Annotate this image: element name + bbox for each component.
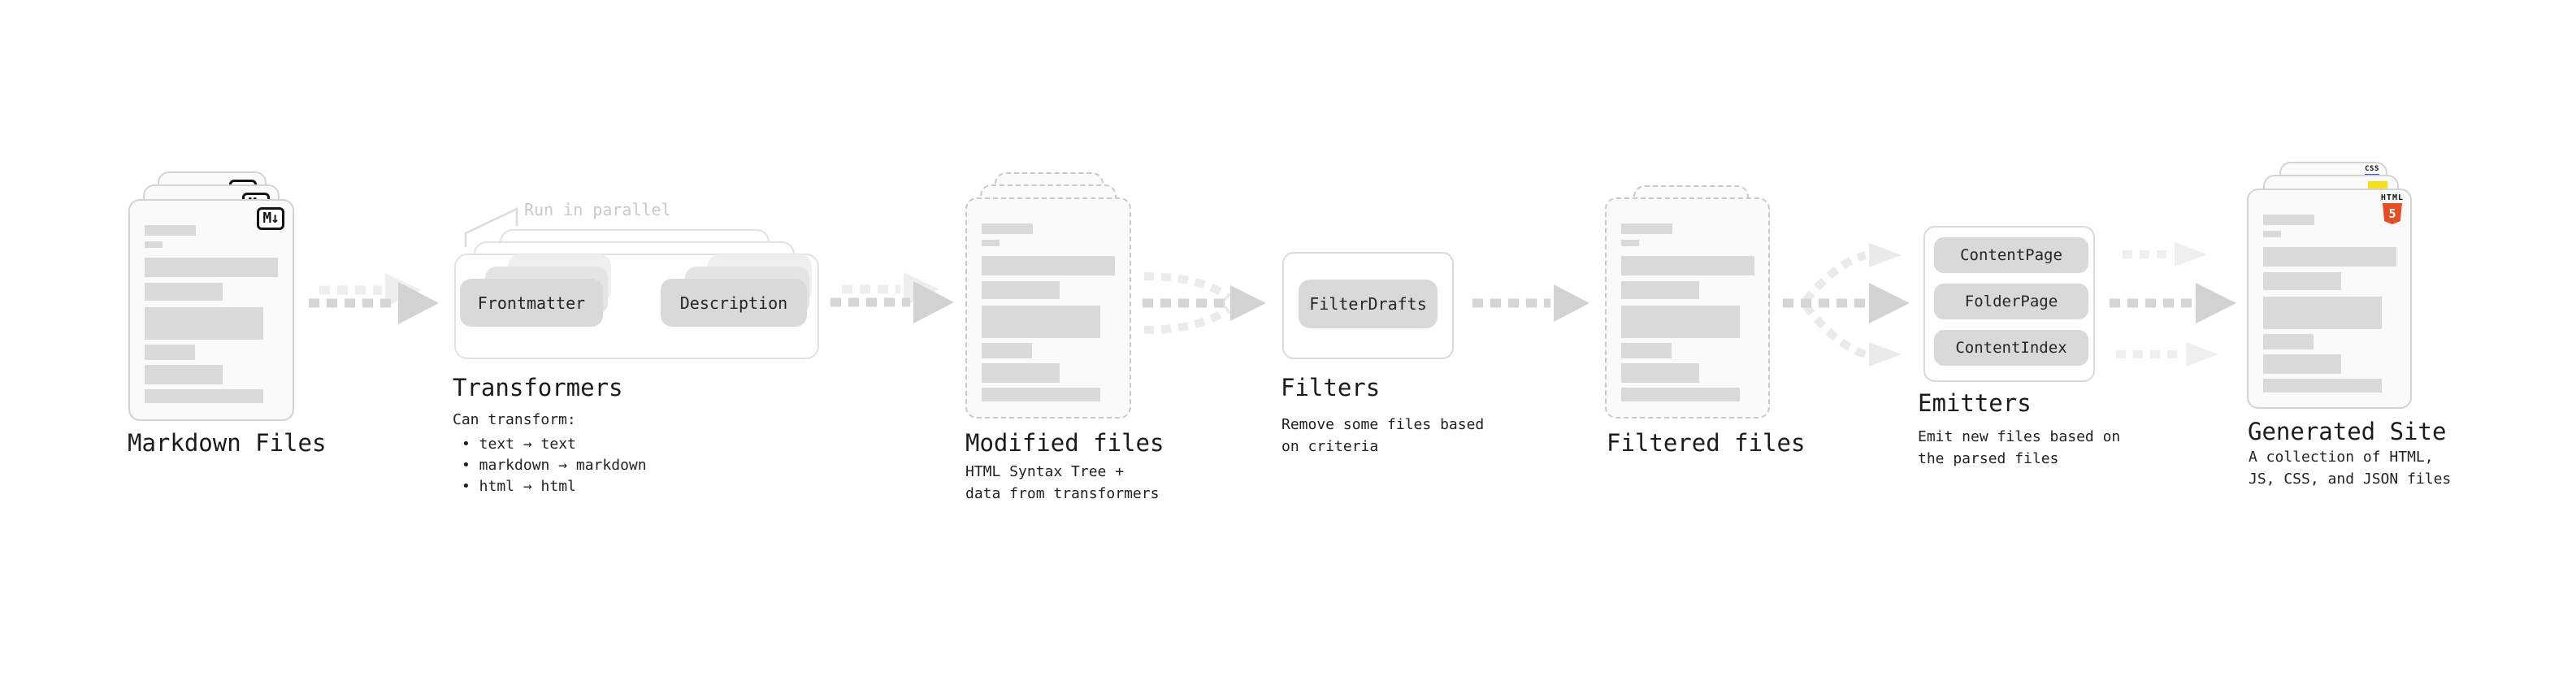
text-line-bar — [2263, 297, 2382, 329]
html5-icon: HTML 5 — [2381, 194, 2404, 224]
filters-title: Filters — [1281, 374, 1381, 401]
text-line-bar — [2263, 231, 2281, 237]
generated-file-card-html: HTML 5 — [2247, 189, 2412, 409]
text-line-bar — [1621, 343, 1672, 358]
text-line-bar — [982, 343, 1032, 358]
text-line-bar — [145, 365, 223, 384]
text-line-bar — [982, 281, 1060, 299]
text-line-bar — [1621, 306, 1740, 338]
filtered-file-card-front — [1605, 197, 1770, 419]
transformers-bullet: • html → html — [462, 478, 576, 495]
transformers-bullet: • text → text — [462, 436, 576, 453]
text-line-bar — [145, 225, 196, 236]
text-line-bar — [145, 258, 278, 277]
transformers-title: Transformers — [453, 374, 623, 401]
markdown-file-card-front: M↓ — [128, 199, 294, 421]
text-line-bar — [1621, 256, 1754, 275]
modified-files-desc: data from transformers — [965, 485, 1160, 502]
file-text-lines — [145, 225, 278, 403]
arrow-modified-to-filters — [1143, 272, 1266, 334]
content-page-pill: ContentPage — [1934, 237, 2088, 273]
text-line-bar — [2263, 354, 2341, 374]
transformers-desc-title: Can transform: — [453, 411, 576, 428]
modified-files-title: Modified files — [965, 429, 1164, 457]
file-text-lines — [982, 223, 1115, 401]
text-line-bar — [145, 389, 263, 403]
frontmatter-pill: Frontmatter — [460, 279, 603, 327]
html5-icon-label: HTML — [2380, 193, 2404, 202]
text-line-bar — [2263, 247, 2396, 267]
generated-site-desc: A collection of HTML, — [2249, 449, 2434, 466]
text-line-bar — [982, 388, 1100, 401]
generated-site-stack: CSS HTML 5 — [2247, 162, 2412, 409]
markdown-icon: M↓ — [257, 207, 284, 230]
text-line-bar — [145, 307, 263, 340]
description-pill: Description — [661, 279, 807, 327]
emitters-title: Emitters — [1918, 389, 2032, 417]
text-line-bar — [1621, 363, 1699, 383]
text-line-bar — [2263, 215, 2314, 225]
text-line-bar — [2263, 379, 2382, 393]
css-icon-label: CSS — [2365, 165, 2379, 173]
text-line-bar — [1621, 240, 1639, 246]
filters-desc: on criteria — [1281, 438, 1379, 455]
text-line-bar — [982, 363, 1060, 383]
emitters-desc: the parsed files — [1918, 450, 2059, 467]
text-line-bar — [145, 283, 223, 301]
text-line-bar — [982, 306, 1100, 338]
markdown-files-stack: M↓ M↓ M↓ — [128, 171, 294, 421]
run-in-parallel-label: Run in parallel — [524, 200, 671, 219]
filtered-files-stack — [1605, 185, 1770, 419]
arrow-filters-to-filtered — [1472, 284, 1589, 322]
text-line-bar — [1621, 223, 1672, 234]
text-line-bar — [1621, 281, 1699, 299]
text-line-bar — [2263, 334, 2314, 349]
arrow-filtered-to-emitters — [1783, 243, 1910, 367]
generated-site-title: Generated Site — [2248, 418, 2447, 445]
filters-desc: Remove some files based — [1281, 416, 1485, 433]
file-text-lines — [2263, 215, 2396, 393]
text-line-bar — [145, 345, 195, 360]
arrow-emitters-to-generated — [2110, 242, 2236, 367]
file-text-lines — [1621, 223, 1754, 401]
text-line-bar — [2263, 272, 2341, 290]
arrow-markdown-to-transformers — [309, 273, 439, 324]
text-line-bar — [982, 256, 1115, 275]
markdown-files-title: Markdown Files — [128, 429, 327, 457]
text-line-bar — [145, 241, 163, 248]
html5-icon-shield: 5 — [2382, 203, 2402, 224]
filtered-files-title: Filtered files — [1607, 429, 1806, 457]
content-index-pill: ContentIndex — [1934, 330, 2088, 366]
emitters-desc: Emit new files based on — [1918, 428, 2121, 445]
modified-file-card-front — [965, 197, 1131, 419]
text-line-bar — [982, 240, 1000, 246]
generated-site-desc: JS, CSS, and JSON files — [2249, 471, 2452, 488]
modified-files-desc: HTML Syntax Tree + — [965, 463, 1125, 480]
filter-drafts-pill: FilterDrafts — [1299, 280, 1438, 328]
transformers-bullet: • markdown → markdown — [462, 457, 647, 474]
arrow-transformers-to-modified — [830, 272, 954, 323]
folder-page-pill: FolderPage — [1934, 284, 2088, 319]
modified-files-stack — [965, 172, 1131, 419]
html5-icon-number: 5 — [2388, 206, 2396, 221]
text-line-bar — [982, 223, 1033, 234]
text-line-bar — [1621, 388, 1740, 401]
